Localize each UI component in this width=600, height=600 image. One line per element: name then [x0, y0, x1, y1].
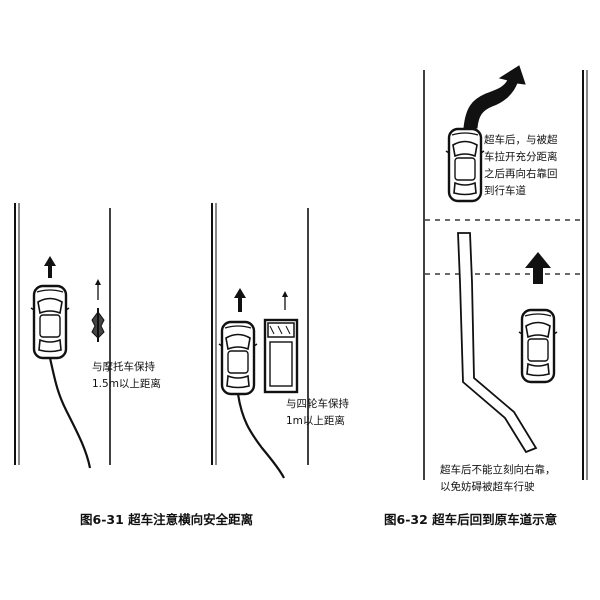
merge-back-arrow — [463, 65, 526, 129]
pullback-note-line3: 之后再向右靠回 — [484, 167, 558, 180]
fig32-caption: 图6-32 超车后回到原车道示意 — [384, 512, 557, 527]
pullback-note-line1: 超车后，与被超 — [484, 133, 558, 146]
fig32-overtaken-arrow — [525, 252, 551, 284]
warning-note-line1: 超车后不能立刻向右靠， — [440, 463, 556, 476]
fig31-car-1-arrow — [44, 256, 56, 278]
fig31-road-left — [14, 203, 20, 465]
fig31-car-2 — [217, 320, 259, 396]
fig32-road-right — [582, 70, 588, 480]
motorcycle-arrow — [95, 279, 101, 300]
fourwheel-note-line2: 1m以上距离 — [286, 414, 345, 427]
four-wheel-vehicle — [263, 318, 299, 394]
fourwheel-note-line1: 与四轮车保持 — [286, 397, 349, 410]
four-wheel-arrow — [282, 291, 288, 310]
fig32-overtaken-car — [517, 308, 559, 384]
fig31-car-1-trail — [48, 357, 92, 469]
fig31-car-1 — [29, 284, 71, 360]
fig31-car-2-arrow — [234, 288, 246, 312]
fig32-overtaking-car — [444, 127, 486, 203]
motorcycle-note-line2: 1.5m以上距离 — [92, 377, 161, 390]
warning-note-line2: 以免妨碍被超车行驶 — [440, 480, 535, 493]
fig31-car-2-trail — [236, 393, 285, 479]
pullback-note-line2: 车拉开充分距离 — [484, 150, 558, 163]
fig31-road2-left — [211, 203, 217, 465]
motorcycle — [91, 308, 105, 342]
pullback-note-line4: 到行车道 — [484, 184, 526, 197]
motorcycle-note-line1: 与摩托车保持 — [92, 360, 155, 373]
wrong-path-trail — [457, 232, 538, 454]
fig31-caption: 图6-31 超车注意横向安全距离 — [80, 512, 253, 527]
